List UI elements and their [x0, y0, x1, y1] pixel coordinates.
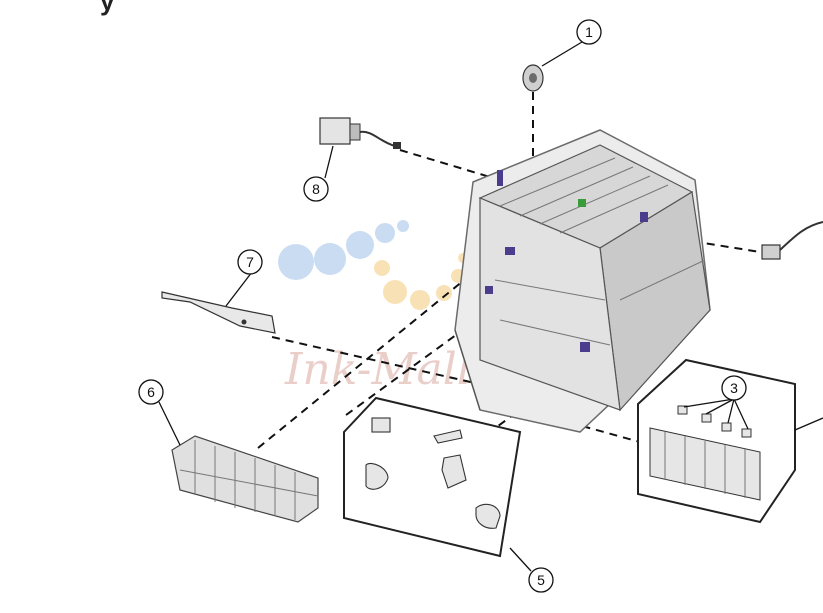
- part-7-bracket: [161, 291, 276, 334]
- callout-7-label: 7: [246, 254, 254, 270]
- callout-6-label: 6: [147, 384, 155, 400]
- page-title-fragment: y: [100, 0, 115, 16]
- callout-8-label: 8: [312, 181, 320, 197]
- callout-leaders: [158, 41, 583, 572]
- callout-1: 1: [576, 19, 602, 45]
- part-5-kit-box: [343, 396, 522, 558]
- callout-1-label: 1: [585, 24, 593, 40]
- main-frame: [454, 129, 711, 433]
- leader-line-7: [271, 336, 489, 387]
- watermark-text: Ink-Mall: [284, 344, 471, 395]
- part-6-roller-assembly: [171, 435, 319, 523]
- callout-3-label: 3: [730, 380, 738, 396]
- leader-line-3: [487, 399, 641, 443]
- callout-5-label: 5: [537, 572, 545, 588]
- part-8-motor: [319, 117, 401, 149]
- watermark: Ink-Mall: [278, 220, 471, 395]
- part-3-kit-box: [637, 358, 823, 524]
- callout-3: 3: [721, 375, 747, 401]
- part-connector: [761, 221, 823, 260]
- callout-6: 6: [138, 379, 164, 405]
- callout-8: 8: [303, 176, 329, 202]
- callout-5: 5: [528, 567, 554, 593]
- leader-line-6: [257, 227, 529, 449]
- part-1-gear: [522, 64, 544, 92]
- callout-7: 7: [237, 249, 263, 275]
